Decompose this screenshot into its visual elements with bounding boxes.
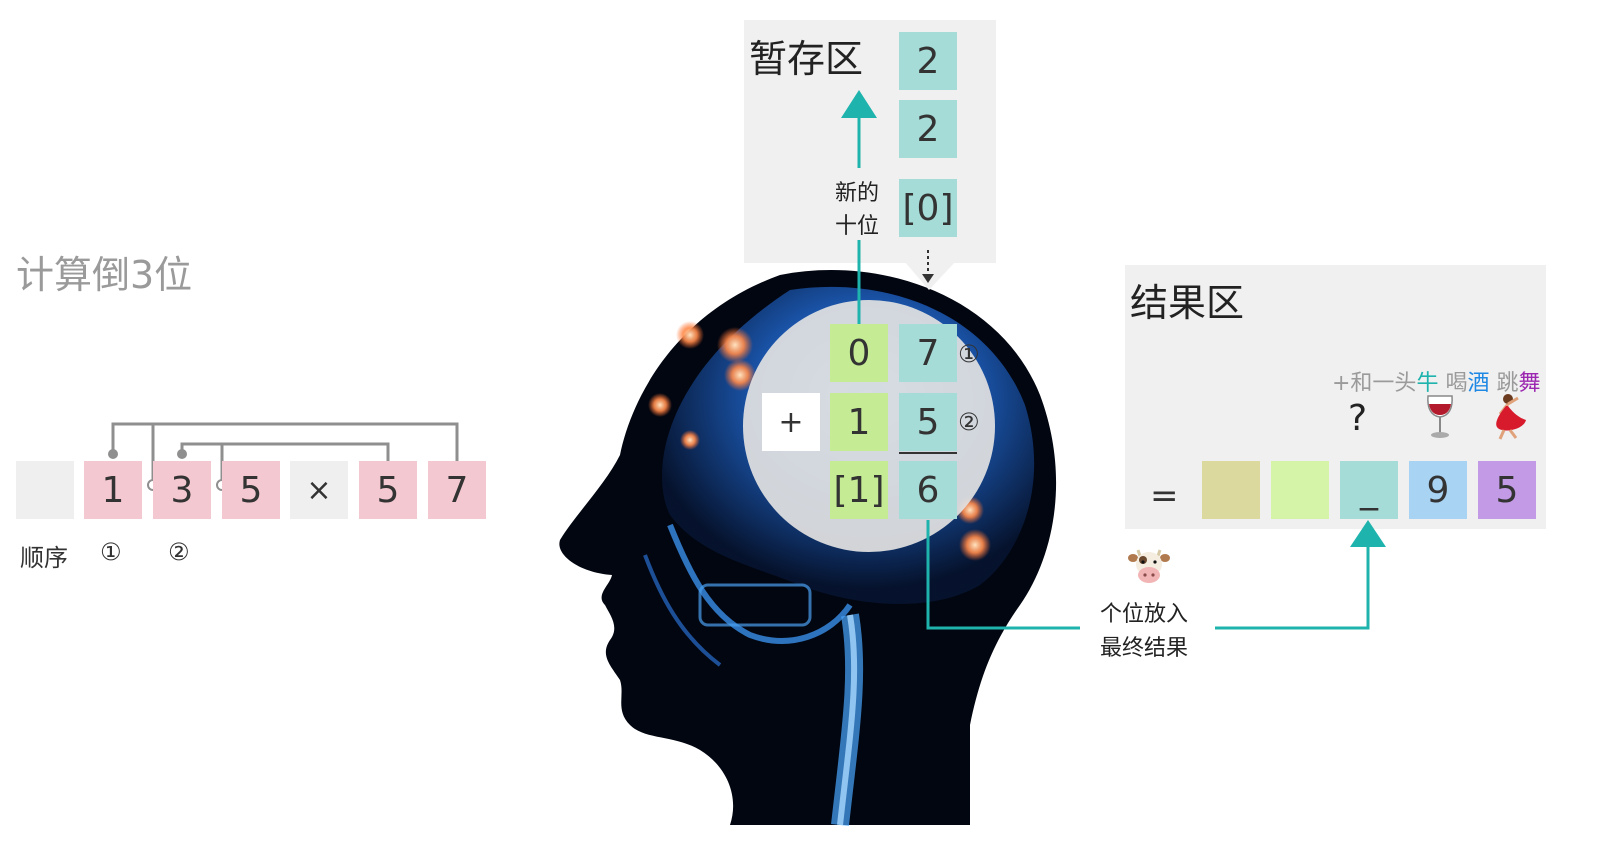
temp-note-line: 新的 xyxy=(835,181,880,206)
mnemonic-part: 跳 xyxy=(1489,371,1519,396)
sum-divider xyxy=(899,452,957,454)
temp-cell: [0] xyxy=(899,179,957,237)
sum-cell: 6 xyxy=(899,461,957,519)
result-title: 结果区 xyxy=(1130,281,1245,325)
temp-cell: 2 xyxy=(899,32,957,90)
result-cell: 9 xyxy=(1409,461,1467,519)
question-mark: ? xyxy=(1348,398,1368,439)
digit-cell: 7 xyxy=(428,461,486,519)
carry-cell: [1] xyxy=(830,461,888,519)
temp-cell: 2 xyxy=(899,100,957,158)
order-mark: ② xyxy=(168,538,190,566)
digit-cell: 5 xyxy=(222,461,280,519)
arrowhead-up xyxy=(1350,520,1386,547)
digit-cell: 1 xyxy=(84,461,142,519)
result-cell: _ xyxy=(1340,461,1398,519)
result-cell xyxy=(1271,461,1329,519)
blank-cell xyxy=(16,461,74,519)
left-title: 计算倒3位 xyxy=(16,253,193,297)
mnemonic-part: +和一头 xyxy=(1332,371,1417,396)
digit-cell: 5 xyxy=(359,461,417,519)
times-cell: × xyxy=(290,461,348,519)
result-cell xyxy=(1202,461,1260,519)
note-line: 个位放入 xyxy=(1100,602,1189,627)
units-arrow xyxy=(926,520,1370,630)
mnemonic-part: 喝 xyxy=(1438,371,1468,396)
wine-icon xyxy=(1427,395,1453,438)
mnemonic-dance: 舞 xyxy=(1518,371,1541,396)
step-mark: ② xyxy=(958,408,980,436)
cow-icon xyxy=(1128,549,1170,583)
order-label: 顺序 xyxy=(20,544,68,572)
step-mark: ① xyxy=(958,340,980,368)
result-panel xyxy=(1125,265,1546,529)
mnemonic-wine: 酒 xyxy=(1467,371,1490,396)
result-cell: 5 xyxy=(1478,461,1536,519)
equals-sign: = xyxy=(1150,476,1179,516)
mnemonic: +和一头牛 喝酒 跳舞 xyxy=(1318,340,1540,397)
temp-title: 暂存区 xyxy=(749,37,864,81)
temp-note-line: 十位 xyxy=(835,214,880,239)
order-mark: ① xyxy=(100,538,122,566)
digit-cell: 3 xyxy=(153,461,211,519)
note-line: 最终结果 xyxy=(1100,636,1189,661)
sum-cell: 7 xyxy=(899,324,957,382)
carry-cell: 0 xyxy=(830,324,888,382)
arrowhead-up xyxy=(841,90,877,118)
carry-cell: 1 xyxy=(830,393,888,451)
plus-cell: + xyxy=(762,393,820,451)
dancer-icon xyxy=(1496,394,1526,440)
mnemonic-cow: 牛 xyxy=(1416,371,1439,396)
sum-cell: 5 xyxy=(899,393,957,451)
